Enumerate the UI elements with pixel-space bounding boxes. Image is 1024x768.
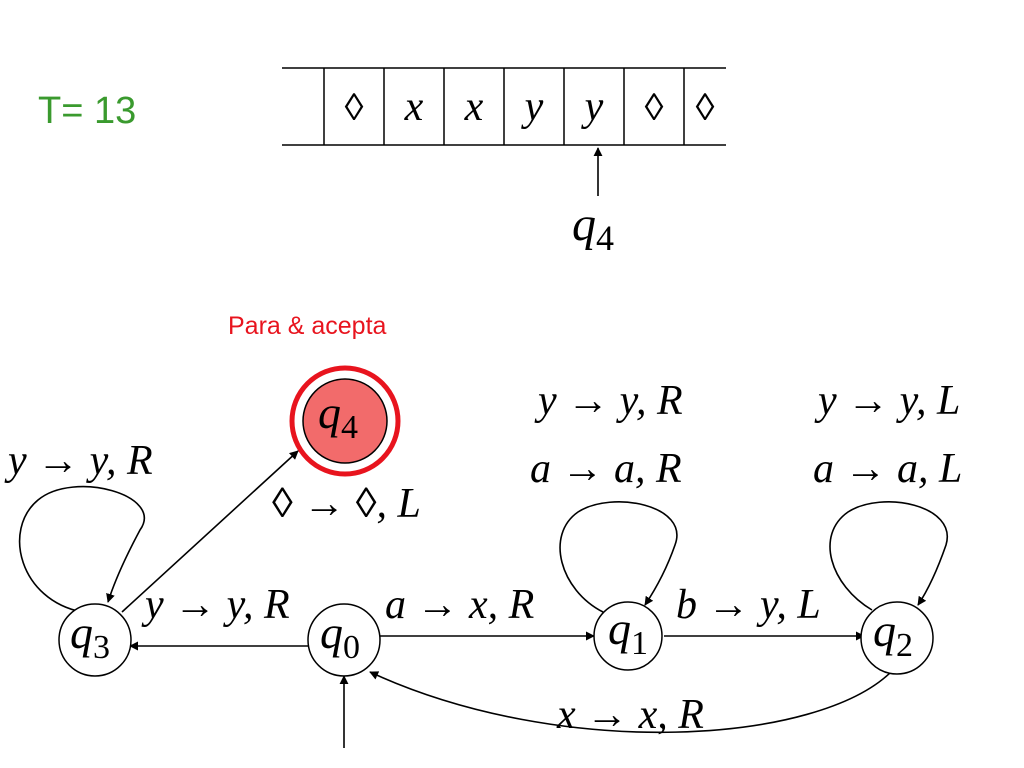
halt-label: Para & acepta [228,312,387,340]
state-q4-inner-circle [302,378,388,464]
tape-cell-4: y [521,84,544,130]
state-q1-circle [593,601,663,671]
label-q1-to-q2: b → y, L [676,582,821,628]
label-q1-loop-1: y → y, R [534,378,683,424]
tape-cell-3: x [464,84,484,130]
tape-head-state: q4 [572,198,614,258]
state-q3-circle [58,603,132,677]
edge-q1-self-loop [559,501,678,613]
state-q0: q0 [307,603,381,677]
label-q1-loop-2: a → a, R [530,446,682,492]
tape-head-state-base: q [572,198,596,251]
label-q0-to-q1: a → x, R [385,582,534,628]
tape-cell-7: ◊ [696,87,715,129]
tape: ◊ x x y y ◊ ◊ [282,67,726,146]
label-q2-to-q0: x → x, R [556,692,704,738]
label-q2-loop-1: y → y, L [814,378,960,424]
tape-cell-5: y [581,84,604,130]
time-label: T= 13 [38,90,136,132]
state-q0-base: q [320,607,343,658]
state-q3-sub: 3 [93,629,110,666]
state-q4: q4 [289,365,401,477]
state-q3: q3 [58,603,132,677]
state-q0-circle [307,603,381,677]
state-q0-sub: 0 [343,629,360,666]
edge-q2-to-q0 [369,669,894,734]
state-q4-sub: 4 [341,409,358,446]
state-q2-label: q2 [873,605,913,664]
state-q1: q1 [593,601,663,671]
state-q2-base: q [873,605,896,656]
state-q2: q2 [860,601,934,675]
state-q3-label: q3 [70,607,110,666]
label-q3-to-q4: ◊ → ◊, L [272,481,421,527]
edge-q3-self-loop [18,485,145,613]
state-q4-base: q [318,387,341,438]
state-q4-label: q4 [318,387,358,446]
state-q4-outer-ring [289,365,401,477]
edge-q3-to-q4 [121,450,299,613]
label-q2-loop-2: a → a, L [813,446,962,492]
label-q3-loop-1: y → y, R [4,438,153,484]
tape-cell-6: ◊ [645,87,664,129]
tape-head-state-sub: 4 [596,218,614,258]
state-q1-base: q [608,603,631,654]
state-q2-sub: 2 [896,627,913,664]
state-q1-sub: 1 [631,625,648,662]
state-q2-circle [860,601,934,675]
tape-cell-2: x [404,84,424,130]
tape-cell-1: ◊ [345,87,364,129]
label-q0-to-q3: y → y, R [141,582,290,628]
state-q1-label: q1 [608,603,648,662]
state-q0-label: q0 [320,607,360,666]
edge-q2-self-loop [829,501,949,611]
state-q3-base: q [70,607,93,658]
